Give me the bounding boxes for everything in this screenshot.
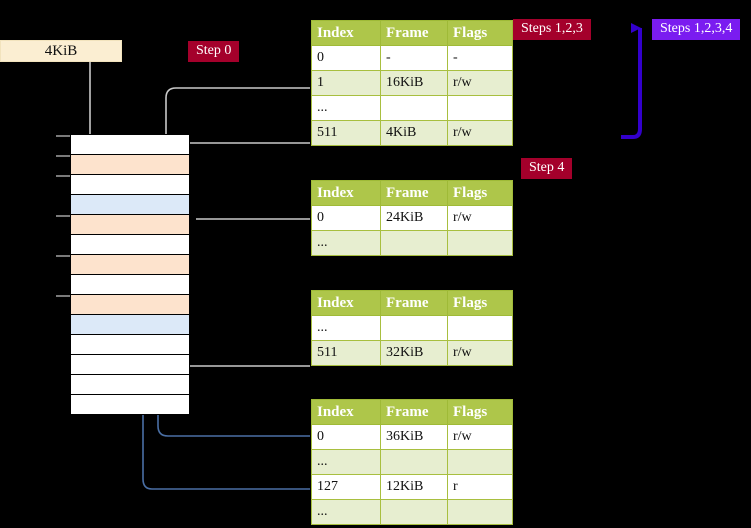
memory-frame-row (71, 174, 189, 194)
column-header-index: Index (311, 399, 381, 425)
arrow-steps-bracket (621, 23, 642, 139)
table-row: ... (311, 499, 513, 525)
cell-frame (380, 315, 448, 341)
cell-index: 0 (311, 424, 381, 450)
table-header-row: Index Frame Flags (311, 399, 513, 425)
table-row: ... (311, 230, 513, 256)
cell-flags: r/w (447, 70, 513, 96)
page-table-level-1: Index Frame Flags 0 - - 1 16KiB r/w ... (311, 20, 513, 146)
cell-index: ... (311, 499, 381, 525)
cell-flags: r/w (447, 424, 513, 450)
cell-flags (447, 230, 513, 256)
cell-index: 127 (311, 474, 381, 500)
cell-flags: - (447, 45, 513, 71)
column-header-flags: Flags (447, 399, 513, 425)
column-header-index: Index (311, 290, 381, 316)
column-header-frame: Frame (380, 290, 448, 316)
memory-tick (56, 255, 70, 257)
column-header-index: Index (311, 180, 381, 206)
badge-step-4: Step 4 (521, 158, 573, 179)
memory-frame-row (71, 154, 189, 174)
cell-index: 0 (311, 205, 381, 231)
cell-frame: 24KiB (380, 205, 448, 231)
cell-flags (447, 499, 513, 525)
cell-index: 0 (311, 45, 381, 71)
memory-frame-row (71, 134, 189, 154)
cell-index: ... (311, 230, 381, 256)
table-row: 0 - - (311, 45, 513, 71)
memory-tick (56, 135, 70, 137)
cell-frame (380, 449, 448, 475)
cell-flags: r (447, 474, 513, 500)
cell-flags (447, 449, 513, 475)
cell-frame: 4KiB (380, 120, 448, 146)
cell-frame: - (380, 45, 448, 71)
table-row: 127 12KiB r (311, 474, 513, 500)
memory-frame-row (71, 214, 189, 234)
cell-frame: 16KiB (380, 70, 448, 96)
table-row: ... (311, 449, 513, 475)
memory-frame-row (71, 374, 189, 394)
cell-flags: r/w (447, 340, 513, 366)
page-table-level-4: Index Frame Flags 0 36KiB r/w ... 127 12… (311, 399, 513, 525)
badge-steps-1234: Steps 1,2,3,4 (652, 19, 741, 40)
cell-flags (447, 315, 513, 341)
table-row: ... (311, 315, 513, 341)
connector-table3-to-memory (170, 314, 310, 367)
memory-frame-row (71, 274, 189, 294)
table-row: 0 24KiB r/w (311, 205, 513, 231)
cell-flags: r/w (447, 205, 513, 231)
badge-steps-123: Steps 1,2,3 (513, 19, 591, 40)
size-box-4kib: 4KiB (0, 40, 122, 62)
memory-frame-row (71, 314, 189, 334)
table-header-row: Index Frame Flags (311, 290, 513, 316)
cell-frame: 12KiB (380, 474, 448, 500)
column-header-flags: Flags (447, 180, 513, 206)
cell-index: ... (311, 449, 381, 475)
column-header-flags: Flags (447, 290, 513, 316)
column-header-frame: Frame (380, 20, 448, 46)
memory-frame-row (71, 234, 189, 254)
table-row-highlighted: 511 4KiB r/w (311, 120, 513, 146)
memory-tick (56, 215, 70, 217)
table-row: ... (311, 95, 513, 121)
connector-t1row511-to-memory (175, 142, 310, 169)
memory-frame-row (71, 394, 189, 414)
column-header-flags: Flags (447, 20, 513, 46)
badge-step-0: Step 0 (188, 41, 240, 62)
memory-tick (56, 155, 70, 157)
memory-frame-row (71, 354, 189, 374)
table-row: 511 32KiB r/w (311, 340, 513, 366)
cell-frame (380, 499, 448, 525)
cell-frame: 32KiB (380, 340, 448, 366)
column-header-frame: Frame (380, 399, 448, 425)
memory-tick (56, 175, 70, 177)
cell-index: 511 (311, 120, 381, 146)
cell-flags (447, 95, 513, 121)
memory-tick (56, 295, 70, 297)
physical-memory-column (70, 134, 190, 415)
table-row: 1 16KiB r/w (311, 70, 513, 96)
cell-index: ... (311, 315, 381, 341)
cell-index: 511 (311, 340, 381, 366)
memory-frame-row (71, 334, 189, 354)
page-table-level-3: Index Frame Flags ... 511 32KiB r/w (311, 290, 513, 366)
cell-flags: r/w (447, 120, 513, 146)
memory-frame-row (71, 294, 189, 314)
table-header-row: Index Frame Flags (311, 180, 513, 206)
table-row: 0 36KiB r/w (311, 424, 513, 450)
cell-index: ... (311, 95, 381, 121)
page-table-level-2: Index Frame Flags 0 24KiB r/w ... (311, 180, 513, 256)
cell-frame: 36KiB (380, 424, 448, 450)
column-header-index: Index (311, 20, 381, 46)
memory-frame-row (71, 254, 189, 274)
column-header-frame: Frame (380, 180, 448, 206)
cell-index: 1 (311, 70, 381, 96)
memory-frame-row (71, 194, 189, 214)
cell-frame (380, 95, 448, 121)
cell-frame (380, 230, 448, 256)
table-header-row: Index Frame Flags (311, 20, 513, 46)
